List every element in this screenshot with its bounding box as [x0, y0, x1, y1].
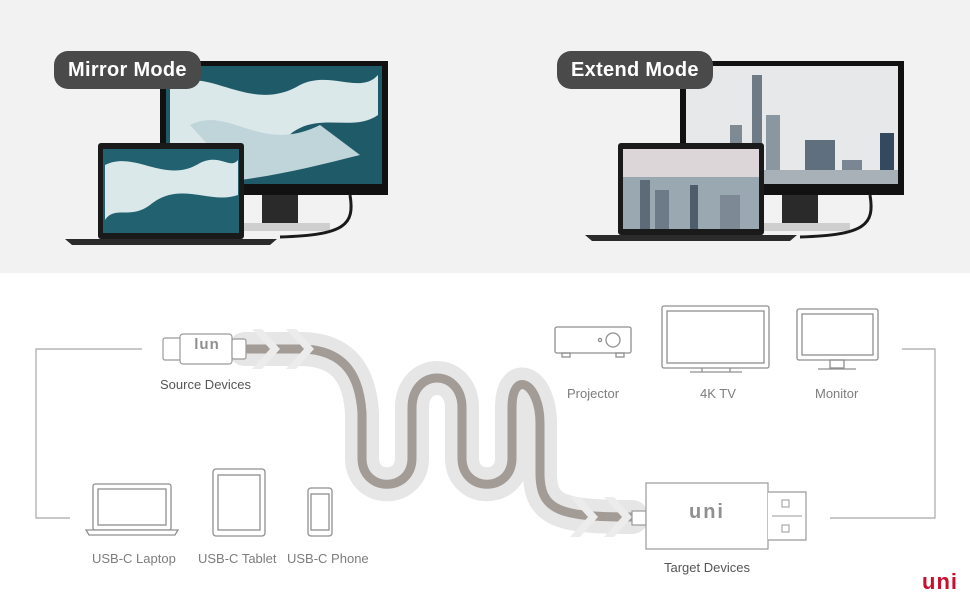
- source-laptop-label: USB-C Laptop: [92, 551, 176, 566]
- laptop-icon: [84, 483, 180, 536]
- brand-logo: uni: [922, 569, 958, 594]
- arrow-chevron-icon: [252, 329, 280, 369]
- source-tablet-label: USB-C Tablet: [198, 551, 277, 566]
- tv-icon: [661, 305, 770, 373]
- target-tv-label: 4K TV: [700, 386, 736, 401]
- projector-icon: [554, 326, 632, 358]
- target-monitor-label: Monitor: [815, 386, 859, 401]
- extend-mode-label: Extend Mode: [557, 51, 713, 89]
- mirror-mode-illustration: [65, 61, 388, 245]
- extend-mode-illustration: [585, 61, 904, 241]
- arrow-chevron-icon: [570, 497, 598, 537]
- modes-panel: Mirror Mode Extend Mode: [0, 0, 970, 273]
- connection-diagram: lun uni Source Devices Target Devices US…: [0, 273, 970, 600]
- arrow-chevron-icon: [286, 329, 314, 369]
- tablet-icon: [212, 468, 266, 537]
- target-bracket-line: [830, 348, 936, 519]
- usb-c-connector-icon: [162, 333, 247, 365]
- monitor-icon: [796, 308, 879, 370]
- source-devices-label: Source Devices: [160, 377, 252, 392]
- cable-diagram: [35, 305, 936, 550]
- source-connector-mark: lun: [194, 336, 220, 353]
- mirror-mode-label: Mirror Mode: [54, 51, 201, 89]
- target-devices-label: Target Devices: [664, 560, 750, 575]
- cable: [240, 344, 637, 522]
- source-bracket-line: [35, 348, 142, 519]
- adapter-logo: uni: [689, 501, 725, 523]
- arrow-chevron-icon: [604, 497, 632, 537]
- phone-icon: [307, 487, 333, 537]
- target-projector-label: Projector: [567, 386, 620, 401]
- hdmi-adapter-icon: [631, 482, 807, 550]
- source-phone-label: USB-C Phone: [287, 551, 369, 566]
